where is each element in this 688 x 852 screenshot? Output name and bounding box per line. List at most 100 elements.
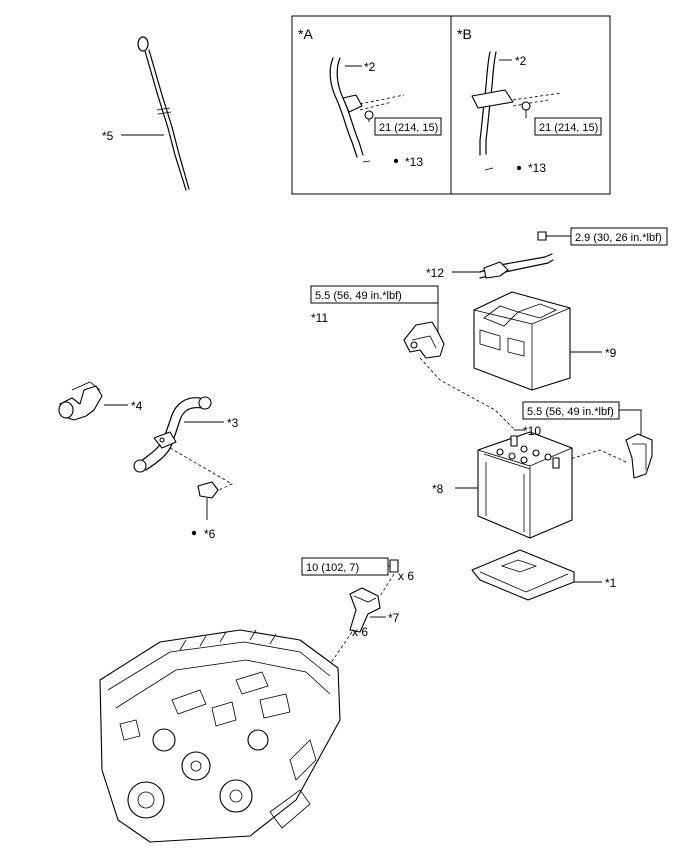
water-pump-pulley-icon: [219, 779, 253, 813]
torque-b-text: 21 (214, 15): [539, 122, 598, 134]
battery-callout: *8: [432, 482, 444, 496]
pipe-bolt-icon: [159, 437, 165, 443]
bolt-b-icon: [521, 101, 531, 111]
idler-pulley-icon: [181, 751, 211, 781]
torque-positive-text: 5.5 (56, 49 in.*lbf): [315, 290, 402, 302]
torque-box-nut: [570, 227, 668, 246]
negative-dash: [559, 449, 627, 463]
positive-terminal-detail: [411, 335, 437, 349]
coil-body: [349, 587, 381, 633]
engine-valve-cover: [107, 641, 331, 691]
coil-bolt-qty: x 6: [398, 569, 414, 583]
battery-edges: [477, 447, 573, 538]
cover-side-windows: [479, 329, 525, 357]
dipstick-callout: *5: [102, 129, 114, 143]
bracket-dash-b: [512, 92, 562, 107]
oil-dipstick: *5: [102, 36, 190, 191]
crank-pulley-icon: [127, 781, 165, 819]
pipe-inner: [145, 406, 203, 471]
dipstick-mark: [156, 107, 172, 115]
pipe-end-upper-icon: [198, 396, 212, 410]
coil-detail: [353, 595, 377, 603]
guide-a-callout: *2: [364, 60, 376, 74]
clamp-callout: *12: [426, 266, 444, 280]
oring-a-bullet-icon: [393, 158, 399, 164]
oring-a-icon: [362, 160, 371, 163]
battery-cover: *9: [473, 291, 617, 391]
bracket-dash-a: [359, 94, 405, 111]
tray-callout: *1: [605, 576, 617, 590]
vent-cap-5-icon: [532, 449, 540, 457]
hose-end-icon: [58, 401, 74, 419]
vent-cap-4-icon: [520, 445, 528, 453]
coil-bolt-icon: [389, 559, 399, 573]
vent-cap-2-icon: [508, 452, 516, 460]
engine-head: [115, 659, 331, 709]
hold-down-nut-icon: [537, 231, 547, 241]
cover-top-openings: [483, 303, 557, 327]
positive-cable-assembly: 5.5 (56, 49 in.*lbf) *11: [310, 285, 516, 431]
negative-post-icon: [552, 457, 560, 469]
battery: *10 *8: [432, 424, 573, 539]
cover-callout: *9: [605, 346, 617, 360]
dipstick-rod-edge: [148, 49, 190, 190]
engine-block: [99, 629, 341, 843]
positive-cable-callout: *11: [311, 311, 328, 325]
hold-down-callout: *10: [523, 424, 541, 438]
guide-b-callout: *2: [515, 54, 527, 68]
torque-nut-text: 2.9 (30, 26 in.*lbf): [575, 232, 662, 244]
tray-details: [479, 559, 569, 593]
torque-coil-text: 10 (102, 7): [306, 562, 359, 574]
oil-cooler-hose: *4: [58, 381, 143, 421]
dipstick-guide-a: [329, 57, 358, 158]
engine-coil-ports: [179, 629, 277, 651]
dipstick-ring: [137, 36, 149, 52]
battery-ribs: [483, 453, 531, 532]
pipe-callout: *3: [227, 416, 239, 430]
terminal-clamp-assembly: 2.9 (30, 26 in.*lbf) *12: [426, 227, 668, 280]
aux-pulley-icon: [247, 729, 269, 751]
pipe-bracket: [153, 431, 177, 449]
water-bypass-pipe: *3: [133, 396, 239, 495]
hose-callout: *4: [131, 399, 143, 413]
battery-tray: *1: [471, 549, 617, 601]
tensioner-pulley-icon: [152, 728, 176, 752]
clamp-part: *6: [191, 481, 219, 541]
cover-box: [473, 291, 571, 391]
guide-bracket-b: [471, 89, 514, 109]
inset-b: *B 21 (214, 15) *13 *2: [457, 26, 602, 175]
pipe-outer: [139, 397, 201, 463]
oring-b-callout: *13: [528, 161, 546, 175]
vent-cap-3-icon: [520, 456, 528, 464]
oring-a-callout: *13: [405, 155, 423, 169]
negative-leader: [619, 409, 642, 438]
positive-dash: [419, 357, 516, 431]
negative-terminal-body: [625, 433, 653, 479]
ignition-coil-assembly: 10 (102, 7) x 6 *7 x 6: [301, 557, 414, 677]
negative-cable-assembly: 5.5 (56, 49 in.*lbf): [522, 401, 653, 479]
coil-qty: x 6: [352, 625, 368, 639]
torque-box-coil: [301, 557, 389, 576]
torque-box-negative: [522, 401, 620, 420]
cover-edges: [473, 307, 571, 390]
negative-terminal-detail: [632, 443, 647, 470]
coil-callout: *7: [388, 611, 400, 625]
inset-a: *A 21 (214, 15) *13 *2: [298, 26, 442, 169]
engine-brackets: [119, 693, 317, 781]
pipe-dash: [169, 447, 233, 495]
clamp-plate: [483, 261, 509, 279]
clamp-body: [197, 481, 219, 499]
engine-oil-pan: [269, 789, 311, 829]
water-pump-hub-icon: [229, 789, 243, 803]
crank-pulley-hub-icon: [137, 791, 155, 809]
oring-b-bullet-icon: [516, 165, 522, 171]
pipe-end-lower-icon: [133, 459, 147, 473]
clamp-bullet-icon: [191, 530, 197, 536]
clamp-part-callout: *6: [204, 527, 216, 541]
coil-bolt-dash: [379, 573, 395, 597]
guide-bracket-a: [342, 94, 363, 113]
positive-post-icon: [510, 435, 518, 447]
torque-box-b: [534, 117, 602, 136]
